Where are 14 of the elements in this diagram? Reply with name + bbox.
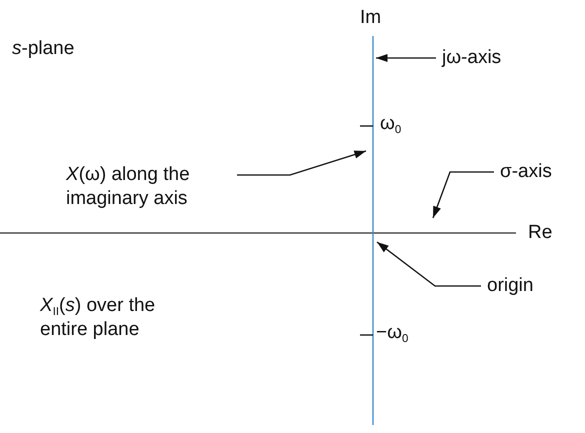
axis-label: Im [360, 6, 382, 30]
axis-label: Re [528, 221, 552, 245]
callout-text: origin [487, 274, 534, 298]
callout-text: jω-axis [442, 46, 502, 70]
leader-line [376, 241, 481, 287]
callout-text: σ-axis [500, 160, 552, 184]
callout-text: X(ω) along the imaginary axis [66, 163, 231, 211]
leader-line [237, 150, 366, 176]
leader-line [432, 171, 494, 218]
tick-label: ω$_{0}$ [380, 114, 402, 134]
tick-label: −ω$_{0}$ [376, 323, 408, 343]
plane-label: s-plane [12, 37, 74, 61]
leader-line [376, 54, 436, 62]
region-note: X$_{II}$(s) over the entire plane [40, 294, 156, 342]
